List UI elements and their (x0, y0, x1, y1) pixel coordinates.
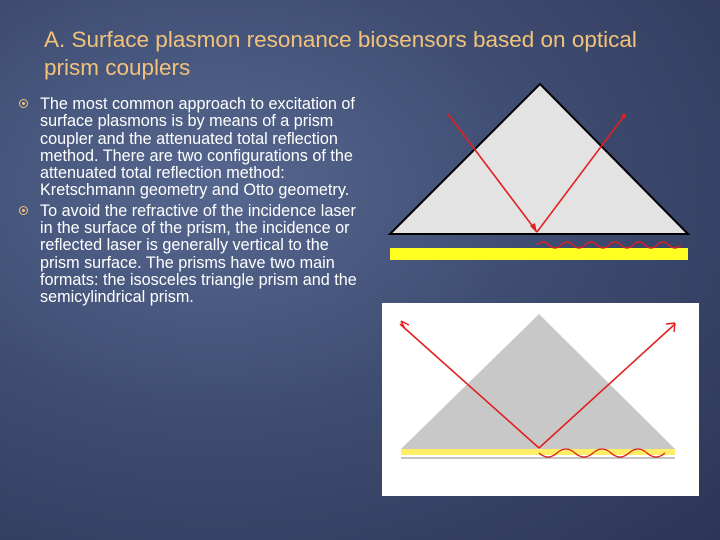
incident-laser (399, 323, 540, 449)
reflected-laser (536, 115, 625, 233)
reflected-laser (538, 323, 676, 449)
arrowhead-icon (665, 322, 676, 333)
slide-title: A. Surface plasmon resonance biosensors … (44, 27, 637, 80)
kretschmann-prism-diagram (386, 80, 692, 266)
bullet-item: The most common approach to excitation o… (18, 95, 363, 200)
prism-shape (401, 314, 675, 449)
incident-laser (447, 113, 538, 233)
bullet-list: The most common approach to excitation o… (18, 95, 363, 310)
bullet-icon (19, 205, 28, 215)
prism-shape (387, 82, 691, 235)
bullet-text: To avoid the refractive of the incidence… (40, 201, 357, 307)
evanescent-wave (538, 448, 666, 458)
metal-film (390, 248, 688, 260)
bullet-text: The most common approach to excitation o… (40, 95, 355, 200)
metal-film (401, 449, 675, 455)
arrowhead-icon (530, 223, 537, 233)
bullet-item: To avoid the refractive of the incidence… (18, 201, 363, 307)
bullet-icon (19, 99, 28, 108)
arrowhead-icon (400, 320, 410, 330)
evanescent-wave (536, 241, 682, 249)
laser-end-dot (621, 113, 627, 119)
isosceles-prism-diagram (382, 303, 699, 496)
